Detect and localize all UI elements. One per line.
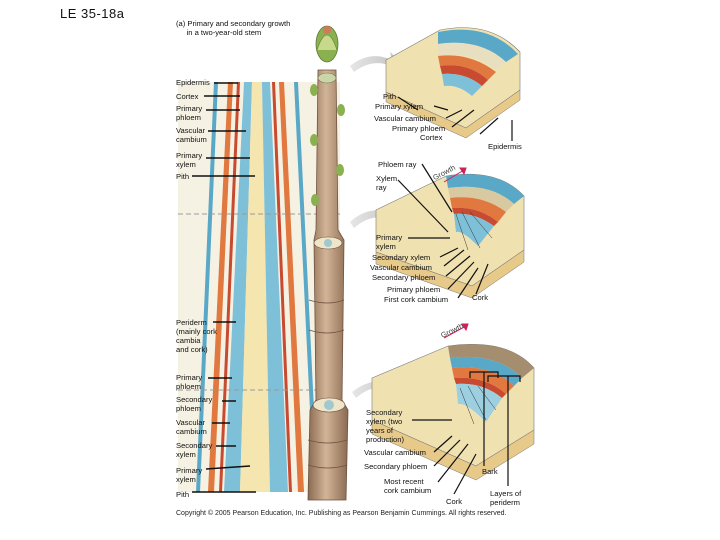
label-primary-xylem-2: Primary xylem xyxy=(176,466,203,484)
band-cambium-left xyxy=(219,82,240,492)
band-epidermis-left xyxy=(196,82,218,492)
wedge3-bark: Bark xyxy=(482,467,498,476)
label-primary-phloem: Primary phloem xyxy=(176,104,203,122)
wedge3-vascular-cambium: Vascular cambium xyxy=(364,448,426,457)
wedge1-epidermis: Epidermis xyxy=(488,142,522,151)
wedge2-secondary-phloem: Secondary phloem xyxy=(372,273,436,282)
slide-title: LE 35-18a xyxy=(60,6,125,21)
stem xyxy=(307,69,349,501)
label-vascular-cambium: Vascular cambium xyxy=(176,126,207,144)
tissue-bands xyxy=(178,82,340,492)
terminal-bud xyxy=(310,25,345,206)
wedge3-cork: Cork xyxy=(446,497,463,506)
wedge3-layers-of-periderm: Layers of periderm xyxy=(490,489,522,507)
band-phloem-right xyxy=(279,82,304,492)
wedge2-vascular-cambium: Vascular cambium xyxy=(370,263,432,272)
wedge3-most-recent-cork-cambium: Most recent cork cambium xyxy=(384,477,432,495)
growth-arrows xyxy=(443,167,469,339)
copyright-footer: Copyright © 2005 Pearson Education, Inc.… xyxy=(176,510,507,517)
label-vascular-cambium-2: Vascular cambium xyxy=(176,418,207,436)
figure-title: (a) Primary and secondary growth in a tw… xyxy=(176,19,291,37)
wedge1-primary-phloem: Primary phloem xyxy=(392,124,446,133)
label-secondary-xylem: Secondary xylem xyxy=(176,441,213,459)
wedge2-secondary-xylem: Secondary xylem xyxy=(372,253,431,262)
label-primary-xylem: Primary xylem xyxy=(176,151,203,169)
wedge2-first-cork-cambium: First cork cambium xyxy=(384,295,449,304)
label-secondary-phloem: Secondary phloem xyxy=(176,395,213,413)
wedge2-primary-xylem: Primary xylem xyxy=(376,233,403,251)
wedge2-cork: Cork xyxy=(472,293,489,302)
band-epidermis-right xyxy=(294,82,318,492)
label-epidermis: Epidermis xyxy=(176,78,210,87)
wedge-leader-lines xyxy=(397,96,521,495)
label-primary-phloem-2: Primary phloem xyxy=(176,373,203,391)
wedge1-pith: Pith xyxy=(383,92,397,101)
wedge3-secondary-phloem: Secondary phloem xyxy=(364,462,428,471)
label-pith: Pith xyxy=(176,172,190,181)
wedge-secondary-year1 xyxy=(375,173,525,299)
wedge-secondary-year2 xyxy=(371,344,535,481)
wedge2-xylem-ray: Xylem ray xyxy=(376,174,398,192)
wedge3-secondary-xylem: Secondary xylem (two years of production… xyxy=(366,408,404,444)
label-cortex: Cortex xyxy=(176,92,199,101)
wedge-primary xyxy=(385,27,521,139)
wedge1-vascular-cambium: Vascular cambium xyxy=(374,114,436,123)
wedge2-phloem-ray: Phloem ray xyxy=(378,160,417,169)
wedge2-primary-phloem: Primary phloem xyxy=(387,285,441,294)
label-pith-2: Pith xyxy=(176,490,190,499)
wedge1-primary-xylem: Primary xylem xyxy=(375,102,424,111)
left-leader-lines xyxy=(192,82,256,493)
wedge1-cortex: Cortex xyxy=(420,133,443,142)
label-periderm: Periderm (mainly cork cambia and cork) xyxy=(176,318,217,354)
